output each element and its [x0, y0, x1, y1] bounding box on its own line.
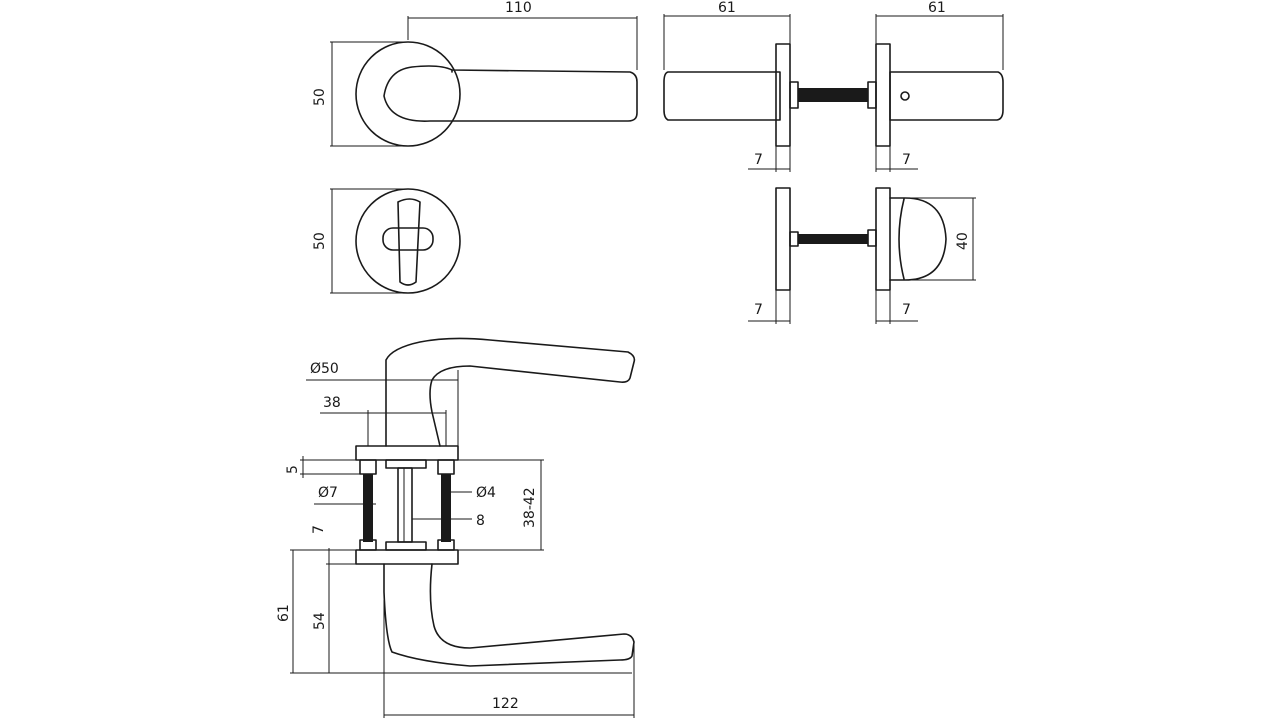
upper-spindle-boss: [385, 459, 427, 469]
upper-lever: [385, 337, 636, 447]
dim-spindle-8: 8: [476, 513, 485, 529]
screw-left: [363, 474, 373, 542]
dim-turn-40: 40: [955, 232, 971, 250]
dim-right-61: 61: [928, 0, 946, 16]
dim-wc-left-7: 7: [754, 302, 763, 318]
square-spindle: [397, 467, 413, 543]
left-rose-side: [775, 43, 791, 147]
right-lever-side: [889, 71, 1004, 121]
section-view: Ø50 38 5 Ø7 Ø4 8 38-42 7 61: [276, 337, 636, 718]
dim-width-110: 110: [505, 0, 532, 16]
rose-outline: [355, 41, 461, 147]
release-dot: [900, 91, 910, 101]
lower-rose: [355, 549, 459, 565]
wc-left-rose-side: [775, 187, 791, 291]
wc-turn-side: [889, 197, 947, 281]
dim-bush-dia-7: Ø7: [318, 485, 338, 501]
screw-right: [441, 474, 451, 542]
right-rose-side: [875, 43, 891, 147]
dim-screw-spacing-38: 38: [323, 395, 341, 411]
dim-rose-bottom-7: 7: [311, 525, 327, 534]
wc-right-boss: [867, 229, 877, 247]
upper-rose: [355, 445, 459, 461]
wc-thread-spindle: [798, 234, 868, 244]
dim-total-61: 61: [276, 604, 292, 622]
lower-lever: [383, 563, 635, 667]
lower-spindle-boss: [385, 541, 427, 551]
upper-bush-right: [437, 459, 455, 475]
dim-rose-top-5: 5: [285, 465, 301, 474]
left-boss: [789, 81, 799, 109]
dim-height-50: 50: [312, 88, 328, 106]
upper-bush-left: [359, 459, 377, 475]
wc-right-rose-side: [875, 187, 891, 291]
dim-left-61: 61: [718, 0, 736, 16]
lever-outline: [383, 65, 638, 122]
side-lever-view: 61 61 7 7: [663, 0, 1004, 172]
wc-left-boss: [789, 231, 799, 247]
dim-left-rose-7: 7: [754, 152, 763, 168]
right-boss: [867, 81, 877, 109]
wc-turn-base: [382, 227, 434, 251]
front-wc-rose-view: 50: [312, 188, 461, 294]
wc-rose-outline: [355, 188, 461, 294]
dim-screw-dia-4: Ø4: [476, 485, 496, 501]
dim-rose-dia-50: Ø50: [310, 361, 339, 377]
thread-spindle: [798, 88, 868, 102]
left-lever-side: [663, 71, 781, 121]
side-wc-view: 40 7 7: [748, 187, 976, 324]
front-lever-view: 110 50: [312, 0, 638, 147]
dim-wc-height-50: 50: [312, 232, 328, 250]
dim-lever-54: 54: [312, 612, 328, 630]
wc-turn-knob: [397, 198, 421, 286]
dim-door-38-42: 38-42: [522, 487, 538, 528]
dim-right-rose-7: 7: [902, 152, 911, 168]
dim-wc-right-7: 7: [902, 302, 911, 318]
dim-lever-122: 122: [492, 696, 519, 712]
